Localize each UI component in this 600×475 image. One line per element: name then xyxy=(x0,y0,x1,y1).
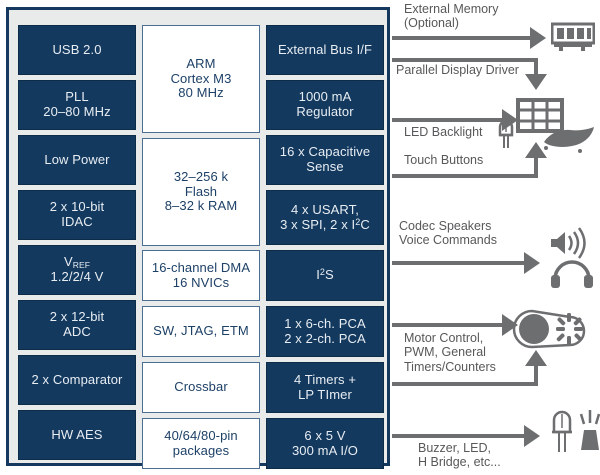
arrow-buzzer-led xyxy=(524,425,540,447)
block-label-ext-bus: External Bus I/F xyxy=(277,41,373,57)
speaker-headphones-icon xyxy=(547,227,599,294)
block-timers: 4 Timers +LP TImer xyxy=(266,362,384,413)
block-label-low-power: Low Power xyxy=(44,151,110,167)
block-i2s: I2S xyxy=(266,250,384,301)
connector-parallel-display-vertical xyxy=(534,58,538,76)
led-icon xyxy=(496,115,516,154)
block-label-serial: 4 x USART,3 x SPI, 2 x I2C xyxy=(280,201,370,232)
label-parallel-display: Parallel Display Driver xyxy=(396,63,519,77)
block-debug: SW, JTAG, ETM xyxy=(142,306,260,357)
hand-touch-icon xyxy=(540,124,598,159)
block-serial: 4 x USART,3 x SPI, 2 x I2C xyxy=(266,190,384,245)
connector-touch-buttons xyxy=(392,174,538,178)
arrow-touch-buttons xyxy=(525,142,547,158)
label-motor-control: Motor Control, PWM, General Timers/Count… xyxy=(404,331,496,374)
arrow-codec-audio xyxy=(524,252,540,274)
arrow-parallel-display xyxy=(525,74,547,90)
block-label-usb: USB 2.0 xyxy=(52,41,102,57)
block-label-i2s: I2S xyxy=(316,267,334,283)
buzzer-led-icon xyxy=(548,406,600,461)
block-label-timers: 4 Timers +LP TImer xyxy=(293,371,357,402)
block-comparator: 2 x Comparator xyxy=(18,355,136,405)
arrow-external-memory xyxy=(530,27,546,49)
label-buzzer-led: Buzzer, LED, H Bridge, etc... xyxy=(418,441,501,470)
block-usb: USB 2.0 xyxy=(18,25,136,75)
block-label-crossbar: Crossbar xyxy=(174,379,228,395)
connector-timers-counters-vertical xyxy=(534,366,538,384)
connector-led-backlight xyxy=(392,118,502,122)
block-low-power: Low Power xyxy=(18,135,136,185)
connector-parallel-display xyxy=(392,58,538,62)
connector-touch-buttons-vertical xyxy=(534,158,538,176)
block-label-comparator: 2 x Comparator xyxy=(31,371,123,387)
connector-buzzer-led xyxy=(392,434,524,438)
lcd-panel-icon xyxy=(516,98,564,138)
arrow-timers-counters xyxy=(525,350,547,366)
connector-timers-counters xyxy=(392,382,538,386)
connector-external-memory xyxy=(392,36,530,40)
label-external-memory: External Memory (Optional) xyxy=(404,2,499,31)
block-hw-aes: HW AES xyxy=(18,410,136,460)
block-label-debug: SW, JTAG, ETM xyxy=(153,323,249,339)
connector-motor-control xyxy=(392,323,502,327)
label-led-backlight: LED Backlight xyxy=(404,125,483,139)
label-codec-audio: Codec Speakers Voice Commands xyxy=(399,219,497,248)
connector-codec-audio xyxy=(392,261,524,265)
motor-icon xyxy=(512,307,592,356)
block-ext-bus: External Bus I/F xyxy=(266,25,384,75)
block-crossbar: Crossbar xyxy=(142,362,260,413)
memory-module-icon xyxy=(550,22,596,57)
label-touch-buttons: Touch Buttons xyxy=(404,153,484,167)
block-label-hw-aes: HW AES xyxy=(51,426,103,442)
